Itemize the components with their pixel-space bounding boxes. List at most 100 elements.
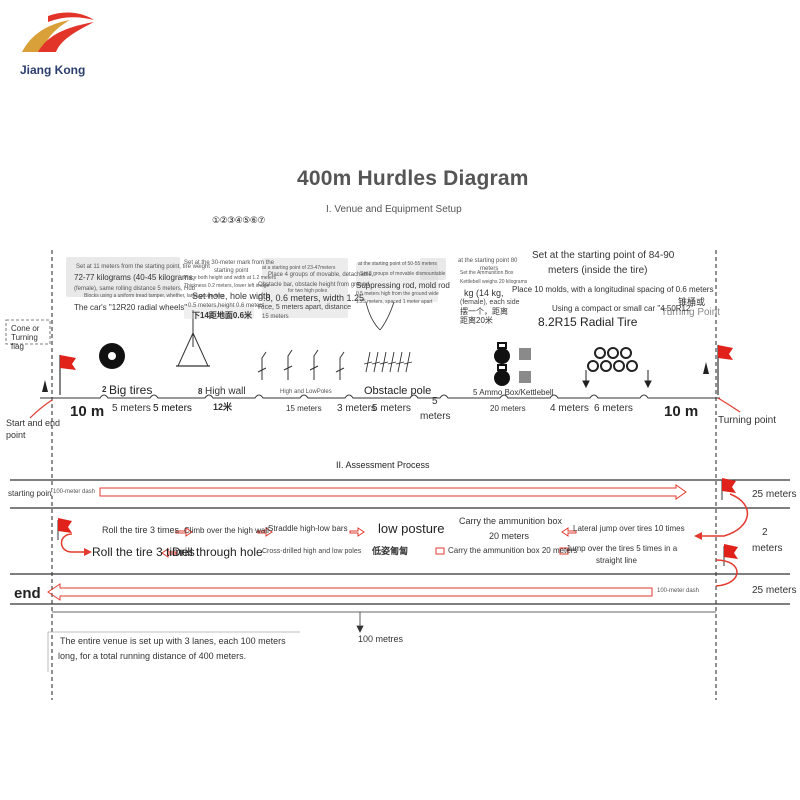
bars-note-7: 15 meters <box>262 314 289 320</box>
circled-numbers: ①②③④⑤⑥⑦ <box>212 215 265 225</box>
high-low-bars-icon <box>257 349 345 380</box>
distance-2: 2 <box>762 527 768 538</box>
tire-note-3: (female), same rolling distance 5 meters… <box>74 286 196 292</box>
distance-5m-b: 5 meters <box>153 403 192 414</box>
tire2-note-1: Set at the starting point of 84-90 <box>532 250 675 261</box>
tire-note-5: The car's "12R20 radial wheels" <box>74 303 188 312</box>
dash-label-top: 100-meter dash <box>52 489 97 496</box>
lane-length-dimension <box>52 611 716 633</box>
kettlebell-icon <box>494 342 510 386</box>
distance-25m-top: 25 meters <box>752 489 797 500</box>
page-title: 400m Hurdles Diagram <box>297 167 529 190</box>
pole-note-4: 0.5 meters high from the ground wide <box>356 291 439 297</box>
dash-arrow-top <box>99 484 687 500</box>
lane-length-label: 100 metres <box>358 634 404 644</box>
pole-note-2: Set 8 groups of movable dismountable <box>360 271 446 277</box>
wall-note-6: 0.5 meters,height 0.6 meters <box>188 303 265 309</box>
ammo-note-8: 距离20米 <box>460 316 493 325</box>
wall-note-5: Set hole, hole width <box>192 291 271 301</box>
obstacle-pole-label: Obstacle pole <box>364 385 432 397</box>
bars-label: High and LowPoles <box>280 389 332 395</box>
tire-note-2: 72-77 kilograms (40-45 kilograms, <box>74 273 195 282</box>
bars-note-5: 0.8, 0.6 meters, width 1.25 <box>258 293 365 303</box>
ammo-note-6: (female), each side <box>460 299 520 306</box>
ammo-note-3: Set the Ammunition Box <box>460 270 514 276</box>
wall-note-4: Thickness 0.2 meters, lower left image <box>184 283 270 289</box>
uturn-right-arrow <box>715 559 738 587</box>
ammo-note-4: Kettlebell weighs 20 kilograms <box>460 279 528 285</box>
pole-callout-arrow <box>365 301 395 331</box>
wall-note-1: Set at the 30-meter mark from the <box>184 260 275 266</box>
dash-arrow-bottom <box>47 583 653 601</box>
bars-note-6: Rice, 5 meters apart, distance <box>258 304 351 311</box>
ammo-label: 5 Ammo Box/Kettlebell <box>473 388 554 397</box>
blurred-patch <box>262 258 348 318</box>
brand-name: Jiang Kong <box>20 63 86 77</box>
start-point-label: Start and end point <box>6 418 61 440</box>
bars-note-1: at a starting point of 23-47meters <box>262 265 336 271</box>
step-low-posture: low posture <box>378 521 445 536</box>
step-carry-ammo-b: Carry the ammunition box 20 meters <box>448 546 578 555</box>
lane-flag-start-icon <box>57 518 72 540</box>
section2-heading: II. Assessment Process <box>336 460 430 470</box>
cone-label-box <box>5 319 51 345</box>
step-cross-drilled: Cross-drilled high and low poles <box>262 548 362 555</box>
ammo-distance: 20 meters <box>490 404 526 413</box>
tire2-note-3: Place 10 molds, with a longitudinal spac… <box>512 285 714 294</box>
footer-line-2: long, for a total running distance of 40… <box>58 651 247 661</box>
uturn-left-arrow <box>60 533 86 553</box>
dash-label-bottom: 100-meter dash <box>656 588 701 595</box>
bars-distance: 15 meters <box>286 404 322 413</box>
footer-bracket <box>47 631 300 672</box>
footer-line-1: The entire venue is set up with 3 lanes,… <box>60 636 286 646</box>
lane-lines <box>10 479 790 605</box>
big-tires-number: 2 <box>102 385 107 394</box>
ammo-note-7: 摆一个，距离 <box>460 307 508 316</box>
cone-label-text: Cone or Turning flag <box>11 324 40 351</box>
big-tire-icon <box>99 343 125 369</box>
venue-baseline <box>40 394 720 399</box>
big-tires-label: Big tires <box>109 383 153 397</box>
distance-25m-bottom: 25 meters <box>752 585 797 596</box>
obstacle-pole-icon <box>363 351 413 373</box>
distance-5m-c-unit: meters <box>420 411 451 422</box>
wall-note-3: Place both height and width at 1.2 meter… <box>184 275 277 281</box>
logo-icon <box>22 12 94 52</box>
cone-label: Cone or Turning flag <box>11 324 51 351</box>
wall-note-2: starting point <box>214 268 249 274</box>
wall-note-7: 下14距地面0.6米 <box>192 311 253 320</box>
step-lateral-jump: Lateral jump over tires 10 times <box>573 524 685 533</box>
step-jump-tires-2: straight line <box>596 556 637 565</box>
ammo-note-1: at the starting point 80 <box>458 258 518 264</box>
distance-6m: 6 meters <box>594 403 633 414</box>
starting-point-label: starting point <box>8 489 54 498</box>
distance-2-meters: meters <box>752 543 783 554</box>
distance-3m: 3 meters <box>337 403 376 414</box>
tire-note-4: Blocks using a uniform tread tamper, whe… <box>84 293 225 299</box>
tire2-note-4: Using a compact or small car "4.50R12" <box>552 304 694 313</box>
pole-note-3: Suppressing rod, mold rod <box>356 281 450 290</box>
high-wall-icon <box>176 310 210 367</box>
step-carry-ammo-a-dist: 20 meters <box>489 531 530 541</box>
bars-note-3: Obstacle bar, obstacle height from groun… <box>258 282 370 288</box>
high-wall-distance: 12米 <box>213 402 233 412</box>
turning-point-bottom-label: Turning point <box>718 415 776 426</box>
right-bracket <box>700 493 748 537</box>
blurred-patch <box>66 257 180 297</box>
tire2-note-5: 8.2R15 Radial Tire <box>538 315 638 329</box>
step-roll-tire-a: Roll the tire 3 times <box>102 525 180 535</box>
step-carry-ammo-a: Carry the ammunition box <box>459 516 563 526</box>
turning-cone-icon <box>703 362 709 374</box>
distance-10m-left: 10 m <box>70 403 105 420</box>
bars-note-2: Place 4 groups of movable, detachable, <box>268 272 374 278</box>
distance-10m-right: 10 m <box>664 403 699 420</box>
small-tires-arrows <box>582 370 652 389</box>
tire2-note-6: 锥桶或 <box>678 297 706 307</box>
tire2-note-2: meters (inside the tire) <box>548 265 648 276</box>
step-climb-wall: Climb over the high wall <box>184 526 269 535</box>
small-tires-icon <box>587 347 638 372</box>
ammo-note-2: meters <box>480 266 499 272</box>
lane-flag-right-mid-icon <box>723 544 738 566</box>
ammo-box-icon <box>519 348 531 383</box>
